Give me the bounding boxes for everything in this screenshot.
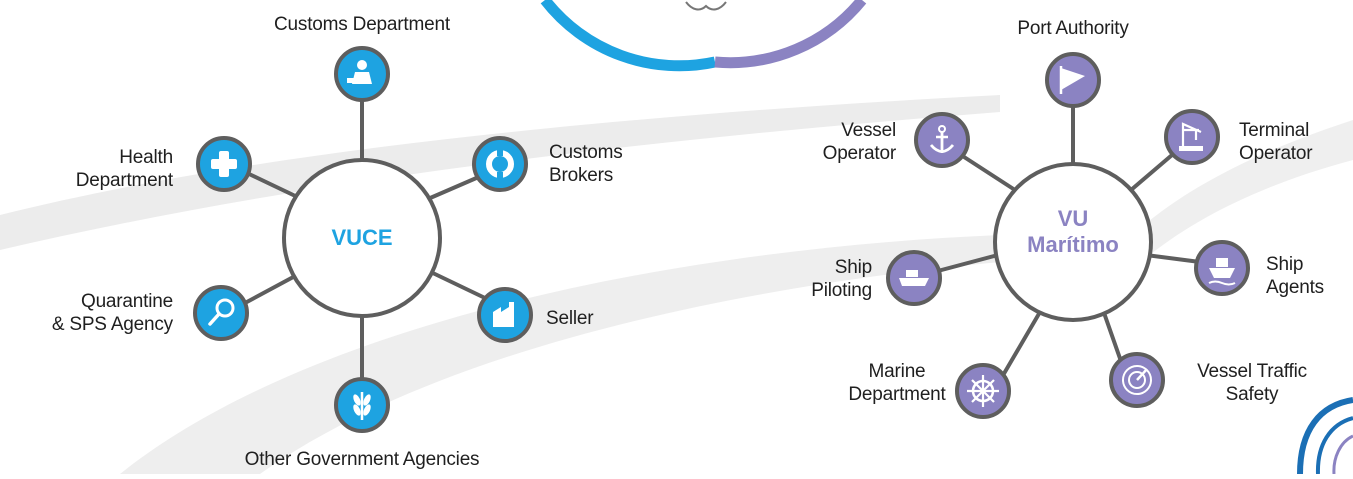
ship-wheel-icon[interactable] xyxy=(955,363,1011,419)
bottom-right-logo-fragment xyxy=(1297,397,1353,475)
vessel-traffic-safety-label: Vessel Traffic Safety xyxy=(1197,361,1307,405)
maritimo-hub-label: VU Marítimo xyxy=(1027,206,1119,257)
customs-department-label: Customs Department xyxy=(274,14,450,35)
ship-icon[interactable] xyxy=(1194,240,1250,296)
vuce-hub-label: VUCE xyxy=(331,225,393,250)
vuce-connectors xyxy=(243,93,487,387)
background-swoosh-right xyxy=(1080,120,1353,305)
magnifier-icon[interactable] xyxy=(193,285,249,341)
customs-officer-icon[interactable] xyxy=(334,46,390,102)
crane-icon[interactable] xyxy=(1164,109,1220,165)
pilot-boat-icon[interactable] xyxy=(886,250,942,306)
port-flag-icon[interactable] xyxy=(1045,52,1101,108)
top-logo-emblem xyxy=(685,1,727,11)
factory-icon[interactable] xyxy=(477,287,533,343)
seller-label: Seller xyxy=(546,308,594,329)
marine-department-label: Marine Department xyxy=(848,361,946,405)
port-authority-label: Port Authority xyxy=(1017,18,1129,39)
maritimo-connectors xyxy=(932,101,1202,379)
quarantine-sps-agency-label: Quarantine & SPS Agency xyxy=(51,291,173,335)
top-logo-arc-blue xyxy=(540,0,717,72)
maritimo-hub-circle[interactable] xyxy=(993,162,1153,322)
anchor-icon[interactable] xyxy=(914,112,970,168)
ship-agents-label: Ship Agents xyxy=(1266,254,1324,298)
customs-brokers-label: Customs Brokers xyxy=(549,142,623,186)
top-logo-arc-purple xyxy=(714,0,867,69)
radar-icon[interactable] xyxy=(1109,352,1165,408)
vuce-hub-circle[interactable] xyxy=(282,158,442,318)
background-swoosh-left xyxy=(0,95,1000,250)
broker-cycle-icon[interactable] xyxy=(472,136,528,192)
other-government-agencies-label: Other Government Agencies xyxy=(244,449,480,470)
wheat-icon[interactable] xyxy=(334,377,390,433)
vessel-operator-label: Vessel Operator xyxy=(822,120,897,164)
health-department-label: Health Department xyxy=(75,147,173,191)
ship-piloting-label: Ship Piloting xyxy=(811,257,872,301)
medical-cross-icon[interactable] xyxy=(196,136,252,192)
terminal-operator-label: Terminal Operator xyxy=(1239,120,1313,164)
